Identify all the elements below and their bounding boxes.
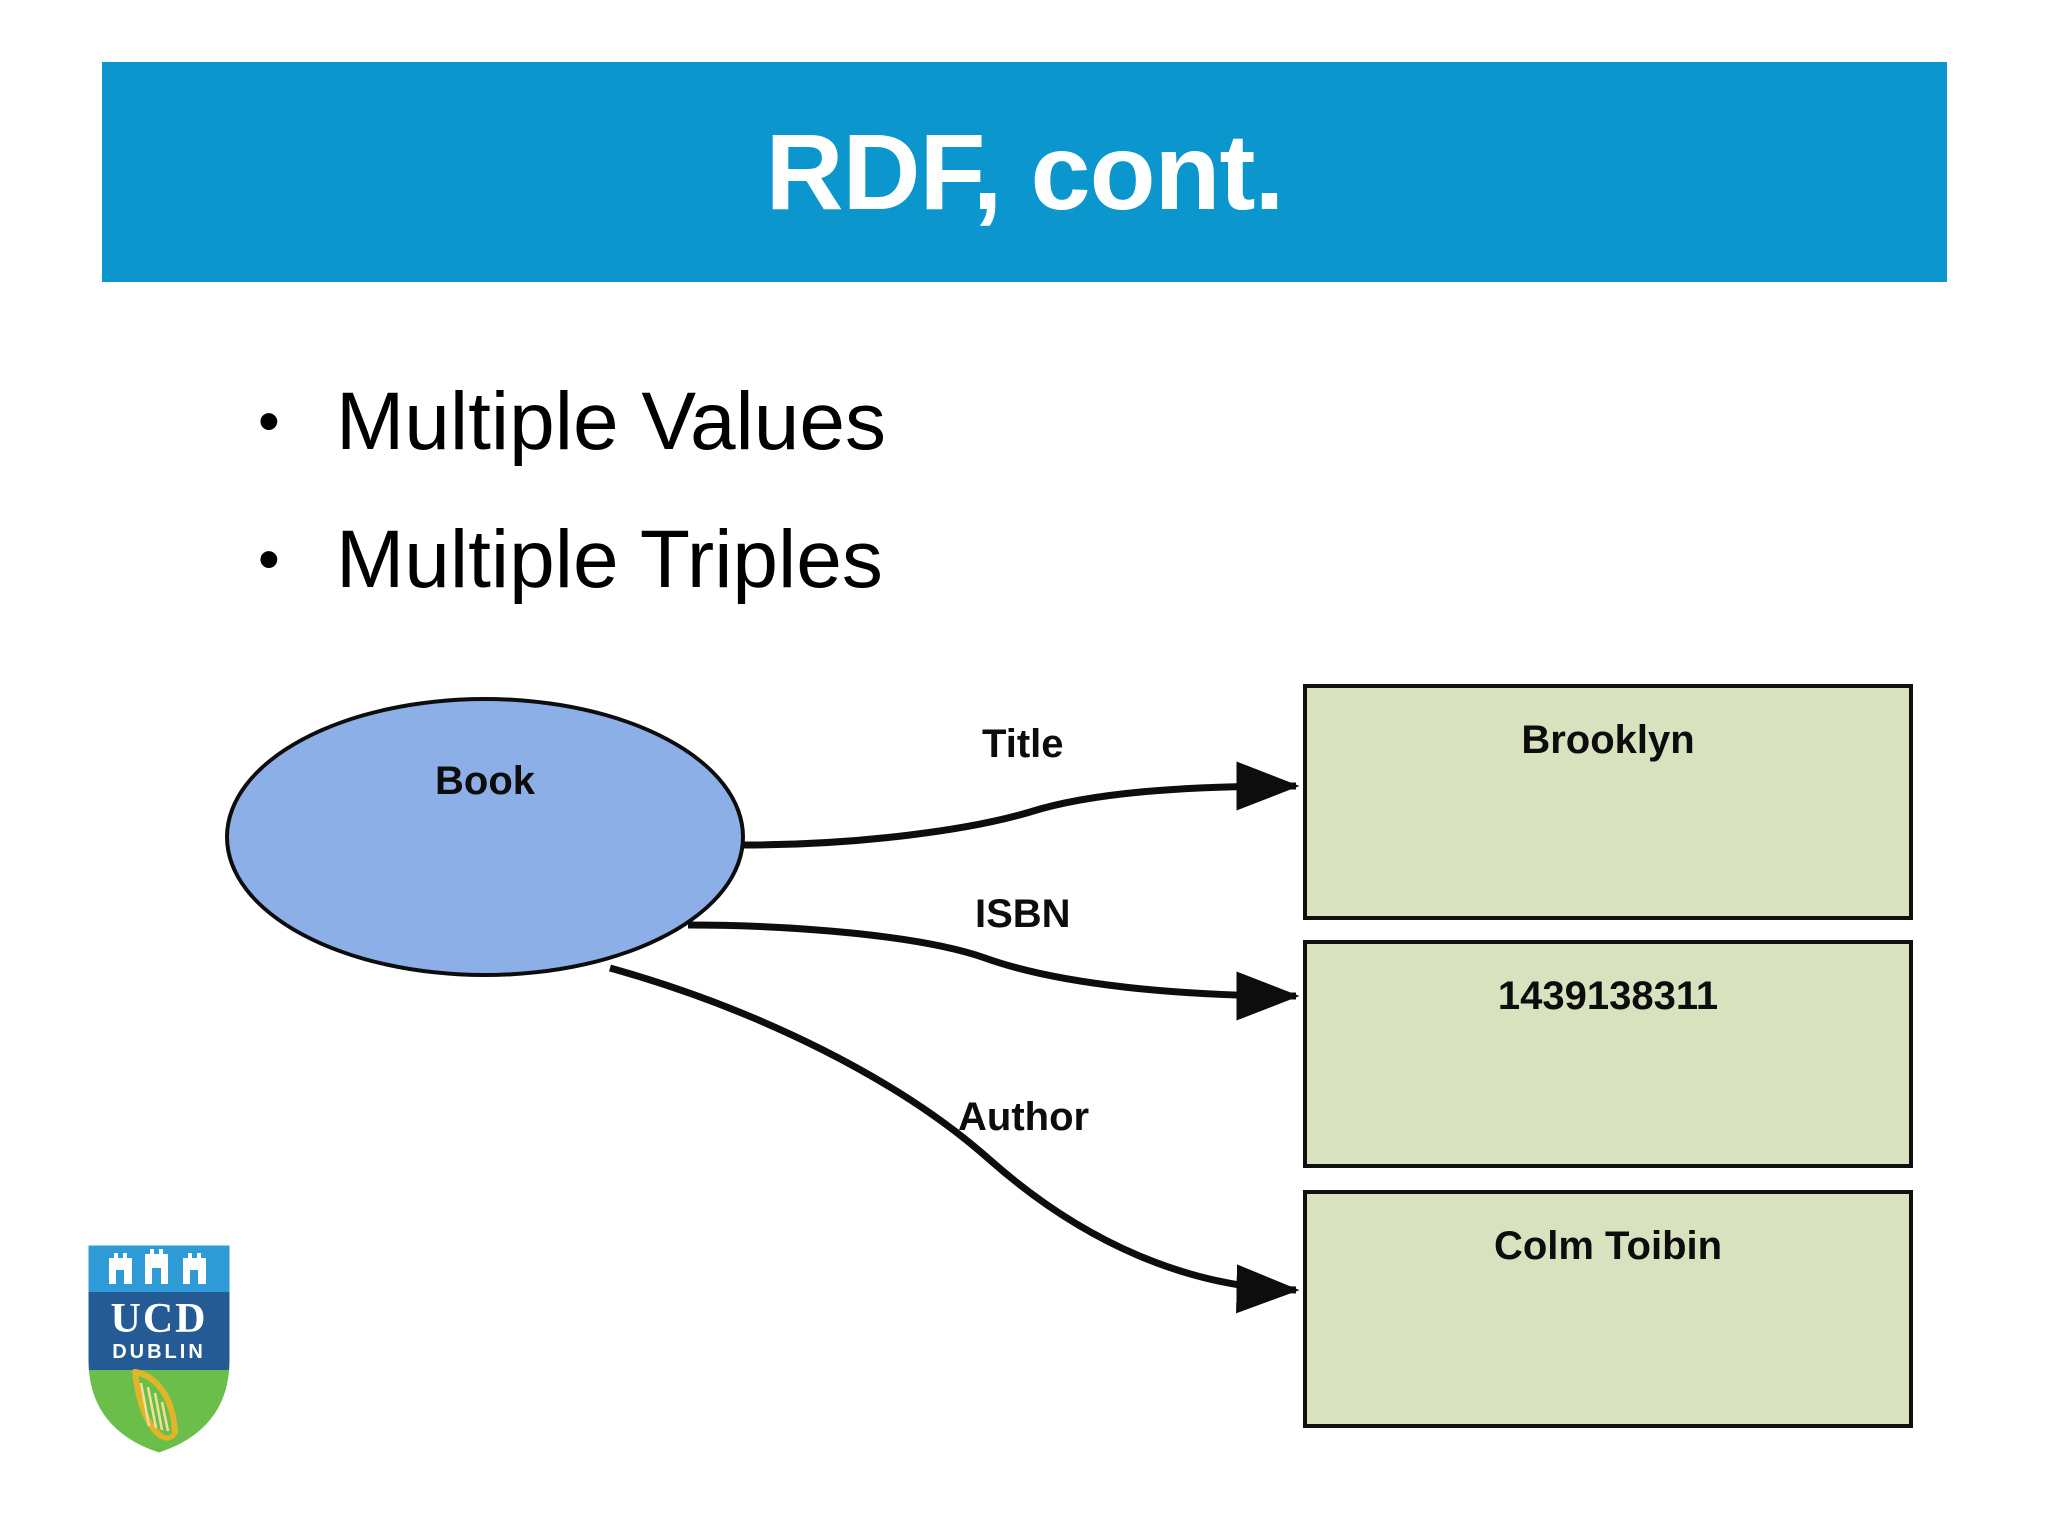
svg-text:DUBLIN: DUBLIN [112,1341,206,1363]
svg-text:UCD: UCD [111,1296,208,1342]
rdf-object-node-brooklyn[interactable]: Brooklyn [1303,684,1913,920]
edge-path-author [609,964,1300,1314]
bullet-list: • Multiple Values • Multiple Triples [258,370,1358,646]
edge-label-title: Title [982,722,1064,766]
edge-label-isbn: ISBN [975,892,1071,936]
list-item: • Multiple Triples [258,508,1358,636]
bullet-dot-icon: • [258,525,280,594]
rdf-object-label: 1439138311 [1497,974,1719,1018]
list-item: • Multiple Values [258,370,1358,498]
page-title: RDF, cont. [765,111,1285,232]
rdf-subject-label: Book [435,759,535,803]
edge-label-author: Author [958,1095,1090,1139]
rdf-object-node-isbn[interactable]: 1439138311 [1303,940,1913,1168]
bullet-text: Multiple Values [336,376,886,467]
bullet-text: Multiple Triples [336,514,883,605]
slide-title-banner: RDF, cont. [102,62,1947,282]
ucd-dublin-logo-icon: UCD DUBLIN [85,1242,233,1456]
rdf-object-label: Colm Toibin [1493,1224,1723,1268]
edge-path-title [743,761,1300,849]
rdf-object-node-author[interactable]: Colm Toibin [1303,1190,1913,1428]
rdf-subject-node-book[interactable]: Book [225,697,745,977]
bullet-dot-icon: • [258,387,280,456]
rdf-object-label: Brooklyn [1521,718,1695,762]
